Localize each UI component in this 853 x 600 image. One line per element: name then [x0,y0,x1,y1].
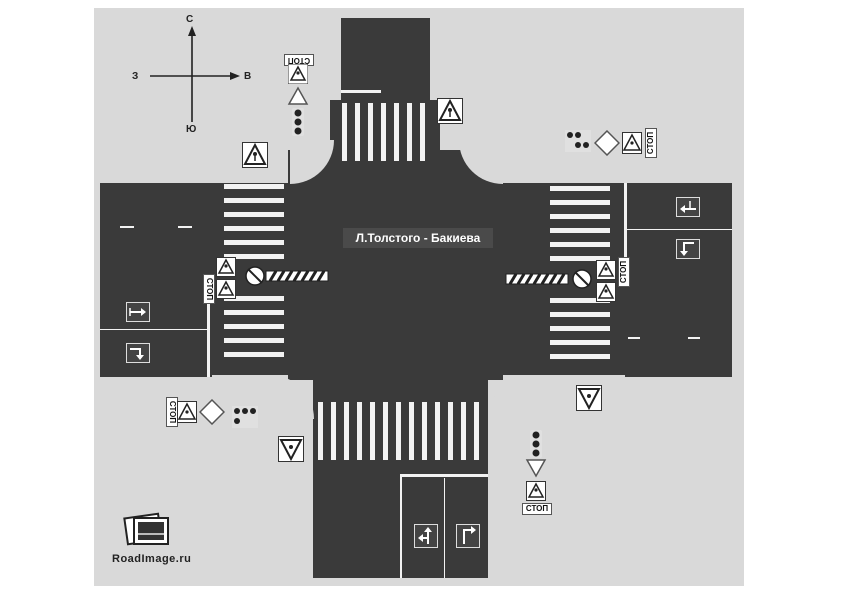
crosswalk-east-stripe [550,256,610,261]
lane-line-west-lower [100,329,208,330]
pedestrian-crossing-sign-se [576,385,602,411]
yield-sign-se [525,459,547,478]
crosswalk-west-stripe [224,240,284,245]
crosswalk-south-stripe [383,402,388,460]
crosswalk-east-stripe [550,200,610,205]
stop-plate-ne: СТОП [645,128,657,158]
crosswalk-east-stripe [550,354,610,359]
lane-line-east-upper [625,229,732,230]
roadimage-logo-icon [123,512,169,546]
crosswalk-south-stripe [474,402,479,460]
traffic-light-sw-icon [232,406,258,428]
stop-line-west [207,290,210,377]
pedestrian-crossing-sign-se-pole [526,481,546,501]
crosswalk-east-stripe [550,242,610,247]
crosswalk-east-stripe [550,228,610,233]
crosswalk-west-stripe [224,324,284,329]
traffic-light-north-icon [292,108,304,136]
crosswalk-west-stripe [224,296,284,301]
crosswalk-east-stripe [550,214,610,219]
crosswalk-south-stripe [461,402,466,460]
pedestrian-crossing-sign-sw-pole [177,401,197,423]
stop-plate-west: СТОП [203,274,215,304]
crosswalk-south-stripe [448,402,453,460]
stop-plate-east: СТОП [618,257,630,287]
lane-line-south-mid [444,478,445,578]
crosswalk-south-stripe [396,402,401,460]
stop-line-east [624,183,627,270]
traffic-light-ne-icon [565,130,591,152]
crosswalk-west-stripe [224,338,284,343]
crosswalk-south-stripe [318,402,323,460]
lane-sign-west-right-icon [126,343,150,363]
crosswalk-west-stripe [224,198,284,203]
crosswalk-north-stripe [407,103,412,161]
crosswalk-west-stripe [224,254,284,259]
crosswalk-east-stripe [550,186,610,191]
pedestrian-crossing-sign-west-lower [216,279,236,299]
lane-sign-east-left-icon [676,197,700,217]
compass-south: Ю [186,124,197,135]
pedestrian-crossing-sign-west-upper [216,257,236,277]
crosswalk-north-stripe [342,103,347,161]
pedestrian-crossing-sign-sw [278,436,304,462]
pedestrian-crossing-sign-n [437,98,463,124]
crosswalk-south-stripe [370,402,375,460]
compass-north: С [186,14,194,25]
road-west-lower [100,290,212,377]
pedestrian-crossing-sign-ne [622,132,642,154]
intersection-label: Л.Толстого - Бакиева [343,228,493,248]
crosswalk-south-stripe [435,402,440,460]
crosswalk-north-stripe [355,103,360,161]
compass-rose-icon [150,26,240,122]
road-east-lower [625,290,732,377]
crosswalk-east-stripe [550,312,610,317]
crosswalk-north-stripe [420,103,425,161]
stop-line-south [400,474,488,477]
lane-sign-south-right-icon [456,524,480,548]
yield-sign-north [287,86,309,105]
traffic-light-se-icon [530,430,542,458]
lane-sign-east-turn-icon [676,239,700,259]
crosswalk-west-stripe [224,226,284,231]
barrier-west-icon [245,266,329,286]
stop-line-north [341,90,381,93]
crosswalk-west-stripe [224,310,284,315]
crosswalk-north-stripe [394,103,399,161]
lane-dash-east-2 [688,337,700,339]
crosswalk-south-stripe [357,402,362,460]
compass-west: З [132,71,139,82]
lane-sign-south-left-straight-icon [414,524,438,548]
lane-dash-east-1 [628,337,640,339]
crosswalk-east-stripe [550,340,610,345]
lane-dash-west-1 [120,226,134,228]
crosswalk-south-stripe [422,402,427,460]
lane-dash-west-2 [178,226,192,228]
crosswalk-south-stripe [409,402,414,460]
crosswalk-north-stripe [368,103,373,161]
watermark-text: RoadImage.ru [112,553,192,565]
pedestrian-crossing-sign-nw [242,142,268,168]
crosswalk-south-stripe [344,402,349,460]
crosswalk-south-stripe [331,402,336,460]
crosswalk-east-stripe [550,326,610,331]
lane-sign-west-straight-icon [126,302,150,322]
barrier-east-icon [505,269,592,289]
crosswalk-west-stripe [224,352,284,357]
crosswalk-north-stripe [381,103,386,161]
compass-east: В [244,71,252,82]
pedestrian-crossing-sign-east-lower [596,282,616,302]
crosswalk-west-stripe [224,184,284,189]
priority-road-sign-sw [199,399,225,425]
priority-road-sign-ne [594,130,620,156]
crosswalk-east-stripe [550,298,610,303]
stop-plate-se: СТОП [522,503,552,515]
pedestrian-crossing-sign-east-upper [596,260,616,280]
pedestrian-crossing-sign-north-pole [288,64,308,84]
lane-line-south-edge [400,474,402,578]
crosswalk-west-stripe [224,212,284,217]
